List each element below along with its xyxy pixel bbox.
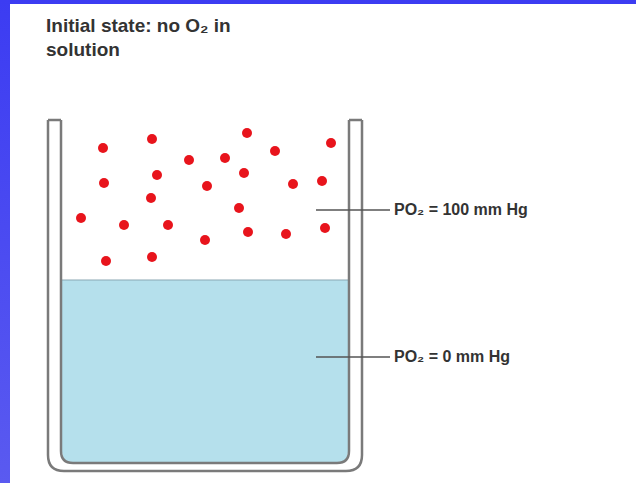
pressure-label: PO₂ = 0 mm Hg — [394, 348, 510, 366]
oxygen-dot — [146, 193, 156, 203]
liquid-surface — [62, 280, 348, 281]
oxygen-dot — [288, 179, 298, 189]
oxygen-dot — [147, 134, 157, 144]
leader-line — [316, 209, 390, 211]
slide-ground — [10, 4, 636, 483]
oxygen-dot — [320, 223, 330, 233]
oxygen-dot — [147, 252, 157, 262]
oxygen-dot — [99, 178, 109, 188]
oxygen-dot — [317, 176, 327, 186]
oxygen-dot — [163, 220, 173, 230]
oxygen-dot — [234, 203, 244, 213]
oxygen-dot — [76, 213, 86, 223]
liquid — [62, 280, 348, 462]
beaker-rim — [349, 119, 362, 122]
oxygen-dot — [242, 128, 252, 138]
oxygen-dot — [326, 138, 336, 148]
oxygen-dot — [202, 181, 212, 191]
oxygen-dot — [243, 227, 253, 237]
oxygen-dot — [98, 143, 108, 153]
beaker-rim — [48, 119, 61, 122]
oxygen-dot — [119, 220, 129, 230]
oxygen-dot — [239, 168, 249, 178]
leader-line — [316, 356, 390, 358]
oxygen-dot — [184, 155, 194, 165]
oxygen-dot — [281, 229, 291, 239]
pressure-label: PO₂ = 100 mm Hg — [394, 201, 528, 219]
oxygen-dot — [270, 146, 280, 156]
slide-title: Initial state: no O₂ in solution — [46, 14, 251, 62]
oxygen-dot — [220, 153, 230, 163]
beaker-outer-wall — [48, 120, 362, 471]
oxygen-dot — [101, 256, 111, 266]
oxygen-dot — [200, 235, 210, 245]
beaker-inner-wall — [61, 120, 349, 463]
oxygen-dot — [152, 170, 162, 180]
oxygen-molecules — [76, 128, 336, 266]
